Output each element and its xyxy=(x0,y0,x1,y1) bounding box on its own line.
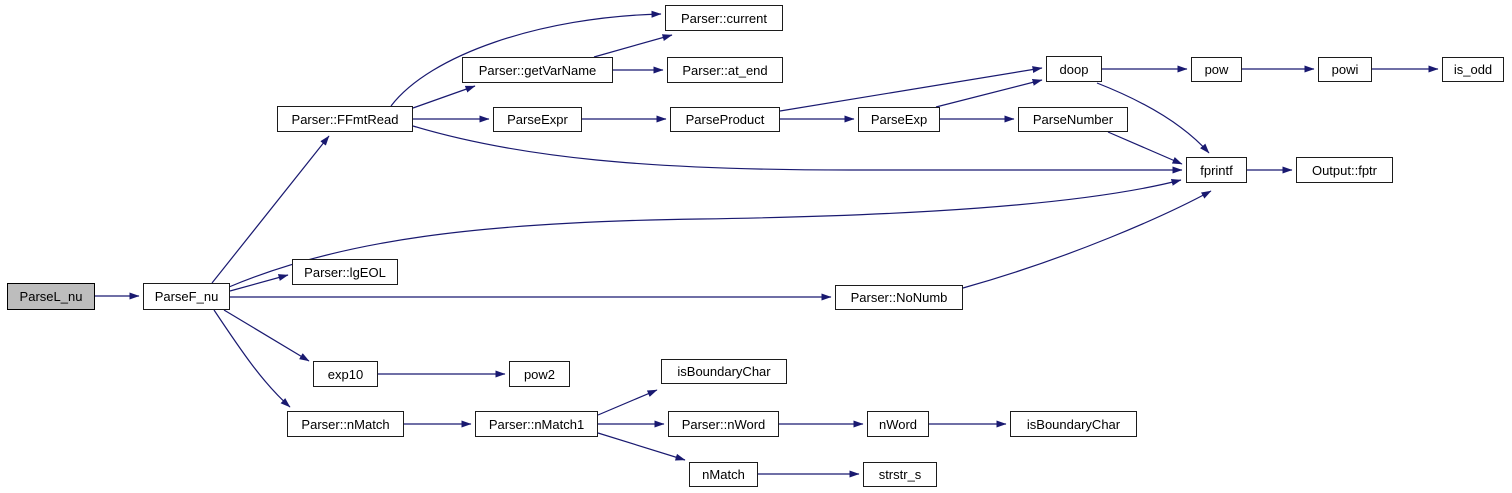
edge-ParseExp-doop xyxy=(935,78,1043,108)
edge-FFmtRead-fprintf xyxy=(412,125,1183,174)
node-nMatch[interactable]: nMatch xyxy=(689,462,758,487)
node-doop[interactable]: doop xyxy=(1046,56,1102,82)
edge-FFmtRead-current xyxy=(390,10,662,107)
edge-doop-fprintf xyxy=(1096,82,1210,154)
edge-ParseProduct-doop xyxy=(779,66,1043,112)
node-current[interactable]: Parser::current xyxy=(665,5,783,31)
edge-group xyxy=(95,10,1439,478)
node-exp10[interactable]: exp10 xyxy=(313,361,378,387)
edge-nMatch1-isBoundaryChar1 xyxy=(597,389,658,416)
node-is_odd[interactable]: is_odd xyxy=(1442,57,1504,82)
edge-ParseF_nu-nMatchP xyxy=(213,309,291,408)
edge-ParseF_nu-exp10 xyxy=(223,309,310,362)
node-at_end[interactable]: Parser::at_end xyxy=(667,57,783,83)
node-ParseExp[interactable]: ParseExp xyxy=(858,107,940,132)
node-nMatch1[interactable]: Parser::nMatch1 xyxy=(475,411,598,437)
node-nWord[interactable]: nWord xyxy=(867,411,929,437)
edge-getVarName-current xyxy=(593,34,673,58)
node-getVarName[interactable]: Parser::getVarName xyxy=(462,57,613,83)
edge-FFmtRead-getVarName xyxy=(412,85,476,109)
node-fprintf[interactable]: fprintf xyxy=(1186,157,1247,183)
node-lgEOL[interactable]: Parser::lgEOL xyxy=(292,259,398,285)
node-ParseNumber[interactable]: ParseNumber xyxy=(1018,107,1128,132)
node-nWordP[interactable]: Parser::nWord xyxy=(668,411,779,437)
edge-NoNumb-fprintf xyxy=(962,190,1212,289)
node-FFmtRead[interactable]: Parser::FFmtRead xyxy=(277,106,413,132)
edge-ParseF_nu-fprintf xyxy=(228,178,1182,288)
node-ParseProduct[interactable]: ParseProduct xyxy=(670,107,780,132)
node-strstr_s[interactable]: strstr_s xyxy=(863,462,937,487)
edge-ParseNumber-fprintf xyxy=(1107,131,1183,165)
node-ParseF_nu[interactable]: ParseF_nu xyxy=(143,283,230,310)
node-powi[interactable]: powi xyxy=(1318,57,1372,82)
node-isBoundaryChar2[interactable]: isBoundaryChar xyxy=(1010,411,1137,437)
node-pow[interactable]: pow xyxy=(1191,57,1242,82)
node-ParseL_nu[interactable]: ParseL_nu xyxy=(7,283,95,310)
node-NoNumb[interactable]: Parser::NoNumb xyxy=(835,285,963,310)
node-pow2[interactable]: pow2 xyxy=(509,361,570,387)
edge-nMatch1-nMatch xyxy=(597,432,686,461)
node-Output_fptr[interactable]: Output::fptr xyxy=(1296,157,1393,183)
edge-ParseF_nu-lgEOL xyxy=(229,274,289,292)
node-nMatchP[interactable]: Parser::nMatch xyxy=(287,411,404,437)
node-ParseExpr[interactable]: ParseExpr xyxy=(493,107,582,132)
edge-ParseF_nu-FFmtRead xyxy=(211,135,330,284)
node-isBoundaryChar1[interactable]: isBoundaryChar xyxy=(661,359,787,384)
